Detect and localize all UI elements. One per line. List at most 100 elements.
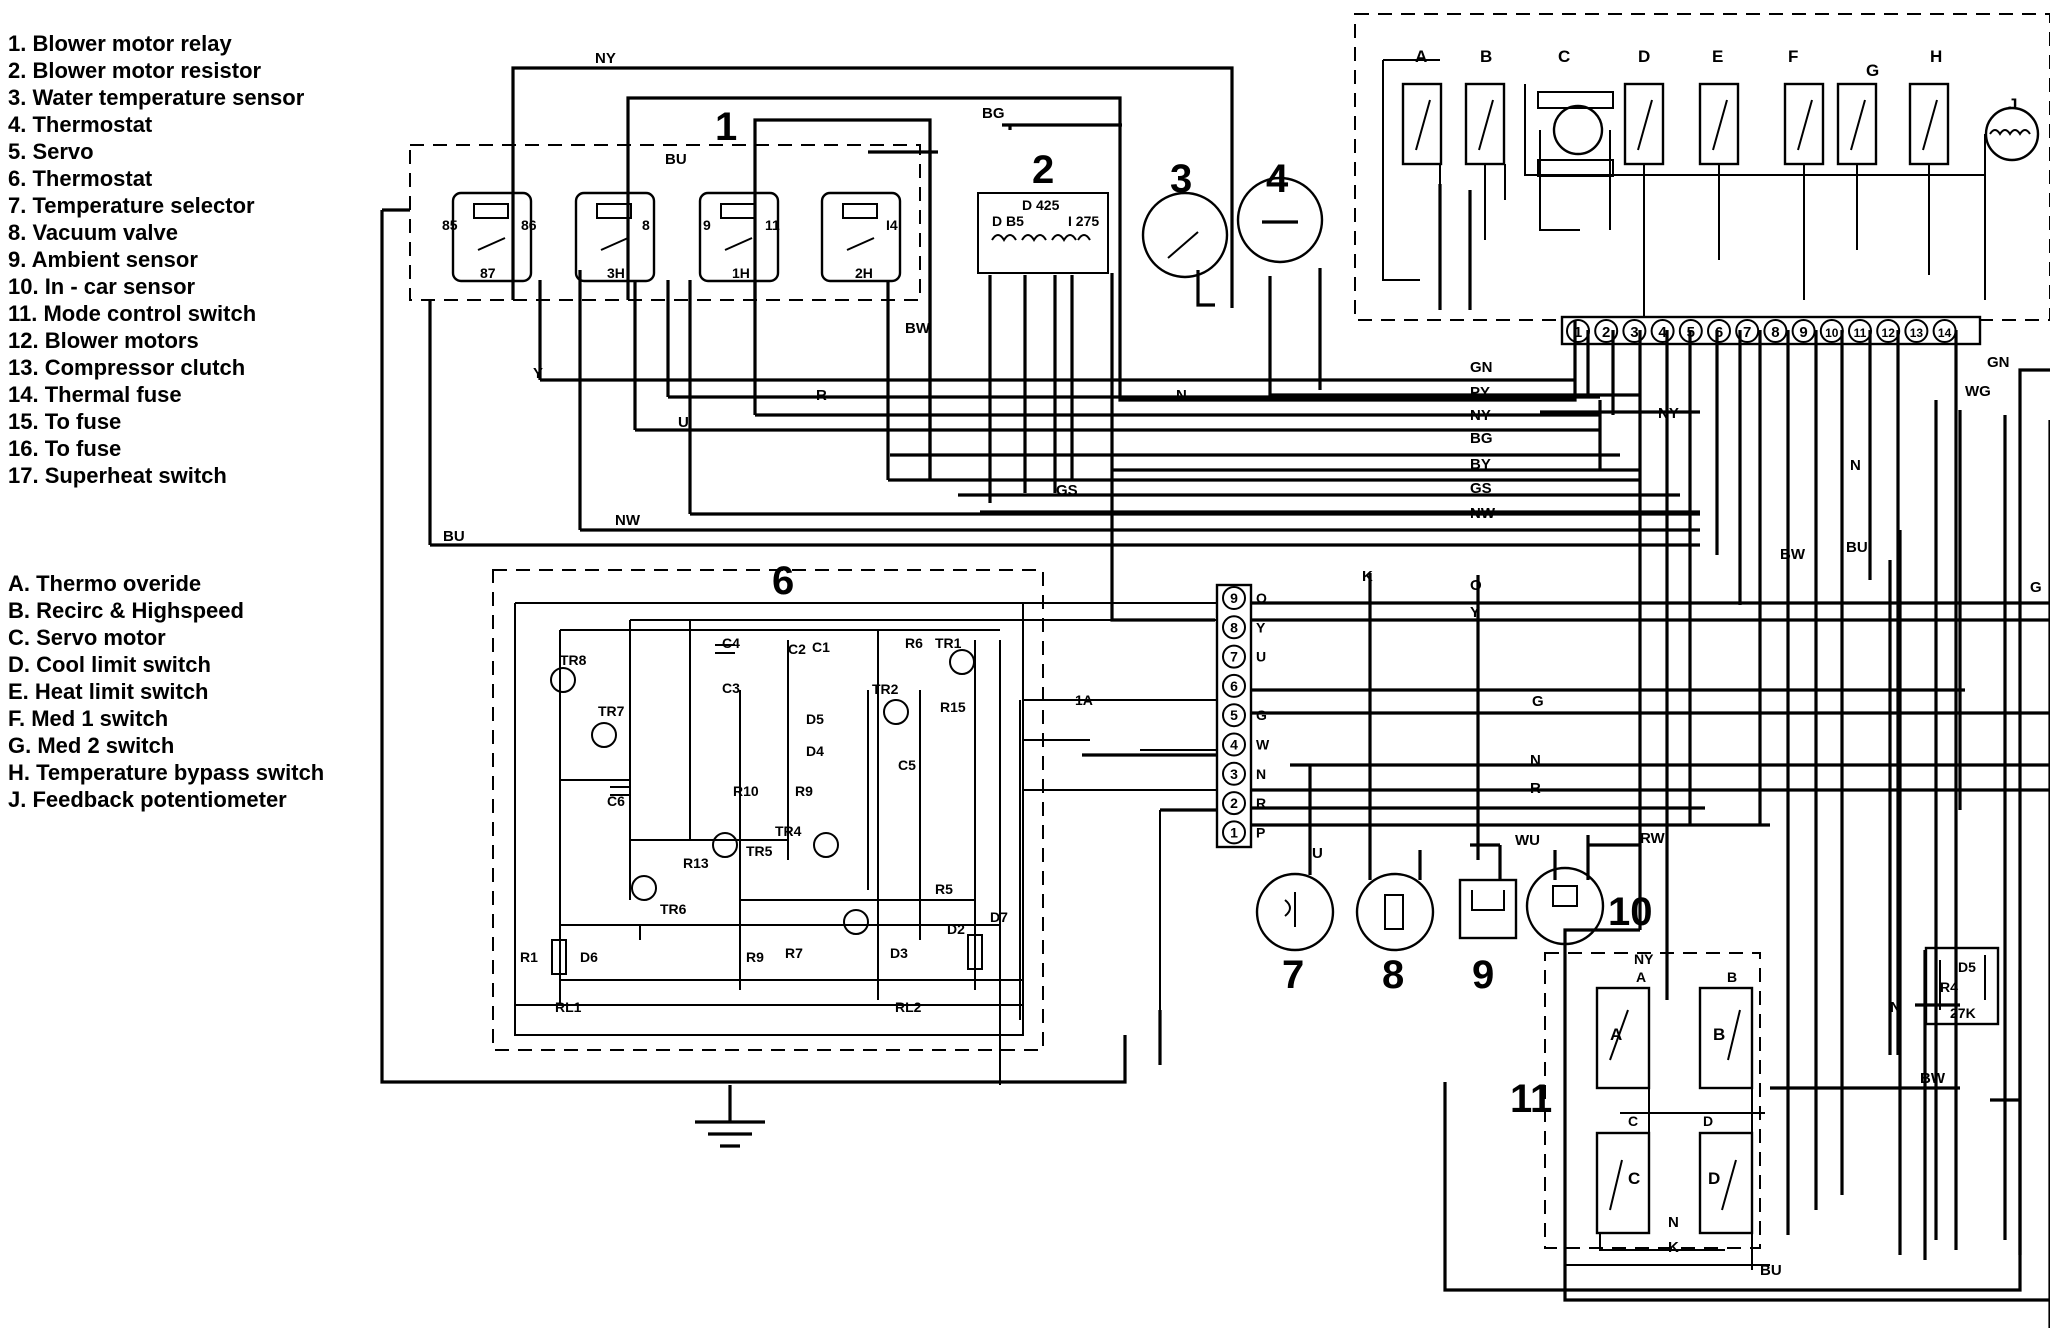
legend-item-9: 9. Ambient sensor: [8, 247, 198, 272]
superheat-d5-label: D5: [1958, 959, 1976, 975]
terminal-4: [1650, 319, 1675, 343]
connector-pin-3: [1222, 761, 1246, 786]
label-r9b: R9: [746, 949, 764, 965]
label-c5: C5: [898, 757, 916, 773]
feedback-potentiometer-J: [1984, 106, 2040, 162]
wire-label-r: R: [816, 387, 827, 404]
connector-pin-color-9: O: [1256, 590, 1267, 606]
relay-pin-3h: 3H: [607, 265, 625, 281]
connector-pin-number-8: 8: [1230, 619, 1238, 635]
terminal-number-7: 7: [1743, 324, 1751, 341]
label-rl1: RL1: [555, 999, 582, 1015]
bus-label-bg: BG: [1470, 430, 1493, 447]
wire-label-g-right: G: [2030, 579, 2042, 596]
board-outline: [492, 569, 1044, 1051]
servo-switch-F-label: F: [1788, 47, 1798, 66]
servo-switch-D-label: D: [1638, 47, 1650, 66]
mode-switch-ny-label: NY: [1634, 951, 1654, 967]
component-number-1: 1: [715, 105, 737, 149]
resistor-part-label: D 425: [1022, 197, 1060, 213]
connector-pin-number-5: 5: [1230, 707, 1238, 723]
resistor-block: [977, 192, 1109, 274]
label-r10: R10: [733, 783, 759, 799]
legend-item-A: A. Thermo overide: [8, 571, 202, 596]
wire-label-nw-bottom: NW: [615, 512, 641, 529]
wire-label-bu-sw: BU: [1760, 1262, 1782, 1279]
legend-item-13: 13. Compressor clutch: [8, 355, 246, 380]
legend-item-14: 14. Thermal fuse: [8, 382, 182, 407]
legend-item-C: C. Servo motor: [8, 625, 166, 650]
relay-pin-86: 86: [521, 217, 537, 233]
legend-item-E: E. Heat limit switch: [8, 679, 209, 704]
wire-label-u-7: U: [1312, 845, 1323, 862]
legend-item-D: D. Cool limit switch: [8, 652, 211, 677]
legend-item-17: 17. Superheat switch: [8, 463, 227, 488]
mode-switch-a-inner: A: [1610, 1025, 1622, 1044]
wire-label-bu-right: BU: [1846, 539, 1868, 556]
connector-pin-color-3: N: [1256, 766, 1266, 782]
terminal-number-4: 4: [1658, 324, 1667, 341]
mode-switch-c-inner: C: [1628, 1169, 1640, 1188]
legend-item-J: J. Feedback potentiometer: [8, 787, 287, 812]
mode-control-switch: 11 NY A B C D A B C D: [1510, 951, 1770, 1270]
mode-switch-D: [1698, 1131, 1754, 1235]
servo-switch-G-label: G: [1866, 61, 1879, 80]
label-c1: C1: [812, 639, 830, 655]
connector-pin-6: [1222, 673, 1246, 698]
bus-label-gn: GN: [1470, 359, 1493, 376]
legend-item-G: G. Med 2 switch: [8, 733, 175, 758]
connector-pin-number-7: 7: [1230, 649, 1238, 665]
mode-switch-c-top: C: [1628, 1113, 1638, 1129]
board-label-n: N: [1530, 752, 1541, 769]
relay-pin-8: 8: [642, 217, 650, 233]
vacuum-valve: 8: [1355, 872, 1435, 997]
wire-label-bw-11: BW: [1920, 1070, 1946, 1087]
connector-pin-2: [1222, 791, 1246, 816]
relay-pin-85: 85: [442, 217, 458, 233]
resistor-tap-label: D B5: [992, 213, 1024, 229]
connector-pin-4: [1222, 732, 1246, 757]
mode-switch-B: [1698, 986, 1754, 1090]
wire-label-gs-relay: GS: [1056, 482, 1078, 499]
component-number-10: 10: [1608, 890, 1653, 934]
servo-switch-F: [1783, 82, 1825, 166]
bus-label-py: PY: [1470, 384, 1490, 401]
label-r1: R1: [520, 949, 538, 965]
legend-item-4: 4. Thermostat: [8, 112, 153, 137]
terminal-number-11: 11: [1854, 326, 1867, 340]
legend-item-6: 6. Thermostat: [8, 166, 153, 191]
terminal-number-8: 8: [1771, 324, 1779, 341]
board-labels: TR8 TR7 C6 C4 C3 C2 C1 D5 D4 R6 TR1 TR2 …: [520, 635, 1093, 1015]
mode-switch-b-inner: B: [1713, 1025, 1725, 1044]
label-d4: D4: [806, 743, 824, 759]
connector-pin-number-4: 4: [1230, 737, 1238, 753]
wire-label-n-11: N: [1890, 999, 1901, 1016]
superheat-27k-label: 27K: [1950, 1005, 1976, 1021]
connector-pin-7: [1222, 644, 1246, 669]
component-number-8: 8: [1382, 953, 1404, 997]
label-tr7: TR7: [598, 703, 625, 719]
legend-item-12: 12. Blower motors: [8, 328, 199, 353]
wire-label-bg-top: BG: [982, 105, 1005, 122]
mode-switch-b-top: B: [1727, 969, 1737, 985]
servo-switch-B: [1464, 82, 1506, 166]
terminal-number-3: 3: [1630, 324, 1638, 341]
bus-label-gs: GS: [1470, 480, 1492, 497]
component-number-6: 6: [772, 559, 794, 603]
legend-item-3: 3. Water temperature sensor: [8, 85, 305, 110]
label-d7: D7: [990, 909, 1008, 925]
wire-label-n-right: N: [1850, 457, 1861, 474]
connector-pin-1: [1222, 820, 1246, 845]
label-tr2: TR2: [872, 681, 899, 697]
terminal-number-10: 10: [1825, 326, 1839, 340]
label-tr1: TR1: [935, 635, 962, 651]
terminal-number-13: 13: [1910, 326, 1924, 340]
blower-motor-relay-group: 1 85 86 87 8 3H 9 11 1H I4 2H: [409, 105, 921, 301]
label-r7: R7: [785, 945, 803, 961]
wire-label-ny-side: NY: [1658, 405, 1679, 422]
label-tr6: TR6: [660, 901, 687, 917]
relay-pin-i4: I4: [886, 217, 898, 233]
wire-label-wu: WU: [1515, 832, 1540, 849]
servo-switch-H-label: H: [1930, 47, 1942, 66]
